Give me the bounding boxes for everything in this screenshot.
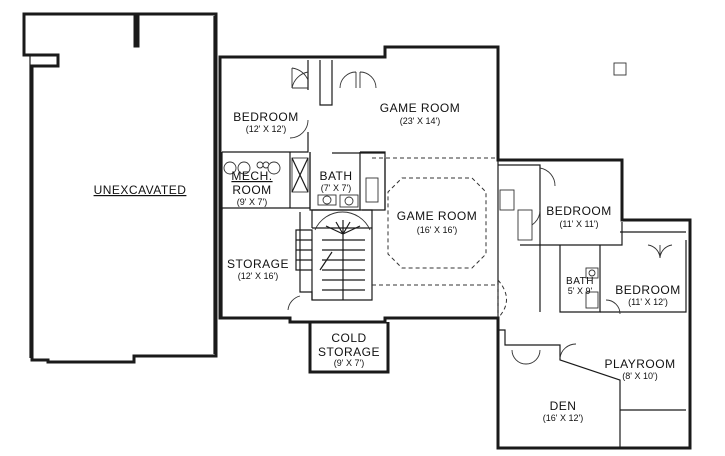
room-game-room-2: GAME ROOM (16' X 16'): [397, 209, 478, 235]
room-bath-1: BATH (7' X 7'): [319, 169, 352, 193]
room-dimensions: (23' X 14'): [400, 116, 440, 126]
room-dimensions: (11' X 11'): [559, 219, 598, 229]
game-room-ceiling: [372, 157, 507, 319]
fixtures: [223, 62, 627, 309]
room-name: GAME ROOM: [380, 101, 461, 115]
room-dimensions: (7' X 7'): [321, 183, 351, 193]
room-name: DEN: [550, 399, 577, 413]
room-bedroom-2: BEDROOM (11' X 11'): [546, 204, 612, 229]
room-den: DEN (16' X 12'): [543, 399, 583, 423]
room-bath-2: BATH 5' X 9': [566, 276, 594, 296]
room-dimensions: (16' X 12'): [543, 413, 583, 423]
room-name: BEDROOM: [546, 204, 612, 218]
room-bedroom-1: BEDROOM (12' X 12'): [233, 110, 299, 134]
house-walls: [218, 45, 692, 450]
room-mech-room: MECH. ROOM (9' X 7'): [231, 169, 272, 207]
room-name: MECH.: [231, 169, 272, 183]
room-labels: UNEXCAVATED BEDROOM (12' X 12') GAME ROO…: [94, 101, 681, 423]
room-name: BEDROOM: [615, 283, 681, 297]
door-swings: [287, 67, 673, 365]
room-name-line2: STORAGE: [318, 345, 380, 359]
room-name: UNEXCAVATED: [94, 183, 187, 197]
room-dimensions: (12' X 12'): [246, 124, 286, 134]
room-dimensions: (16' X 16'): [417, 225, 457, 235]
room-name: STORAGE: [227, 257, 289, 271]
room-name: BATH: [566, 276, 594, 287]
room-unexcavated: UNEXCAVATED: [94, 183, 187, 197]
room-name: BATH: [319, 169, 352, 183]
room-dimensions: (9' X 7'): [237, 197, 267, 207]
room-name: COLD: [331, 331, 366, 345]
room-name: PLAYROOM: [604, 357, 675, 371]
room-playroom: PLAYROOM (8' X 10'): [604, 357, 675, 381]
room-name: GAME ROOM: [397, 209, 478, 223]
room-dimensions: (9' X 7'): [334, 358, 364, 368]
unexcavated-outline: [22, 12, 218, 364]
room-dimensions: 5' X 9': [568, 286, 593, 296]
room-name: BEDROOM: [233, 110, 299, 124]
room-dimensions: (12' X 16'): [238, 271, 278, 281]
room-cold-storage: COLD STORAGE (9' X 7'): [318, 331, 380, 368]
room-storage: STORAGE (12' X 16'): [227, 257, 289, 281]
staircase: [295, 211, 372, 300]
room-dimensions: (11' X 12'): [628, 297, 668, 307]
room-game-room-1: GAME ROOM (23' X 14'): [380, 101, 461, 126]
room-bedroom-3: BEDROOM (11' X 12'): [615, 283, 681, 307]
room-dimensions: (8' X 10'): [622, 371, 657, 381]
room-name-line2: ROOM: [232, 183, 271, 197]
